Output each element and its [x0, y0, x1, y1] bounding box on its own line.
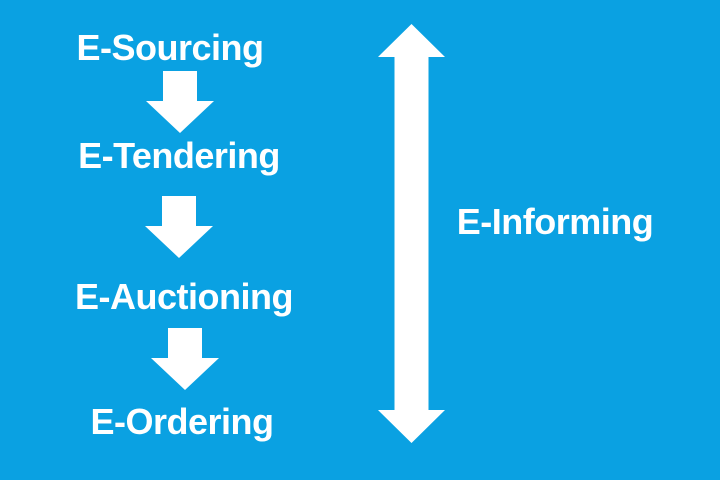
down-arrow-icon: [151, 328, 219, 390]
step-label-e-ordering: E-Ordering: [90, 401, 274, 442]
step-label-e-tendering: E-Tendering: [78, 135, 280, 176]
step-label-e-auctioning: E-Auctioning: [75, 276, 293, 317]
double-headed-vertical-arrow-icon: [378, 24, 445, 443]
down-arrow-icon: [146, 71, 214, 133]
down-arrow-icon: [145, 196, 213, 258]
side-label-e-informing: E-Informing: [456, 201, 654, 242]
step-label-e-sourcing: E-Sourcing: [76, 27, 264, 68]
